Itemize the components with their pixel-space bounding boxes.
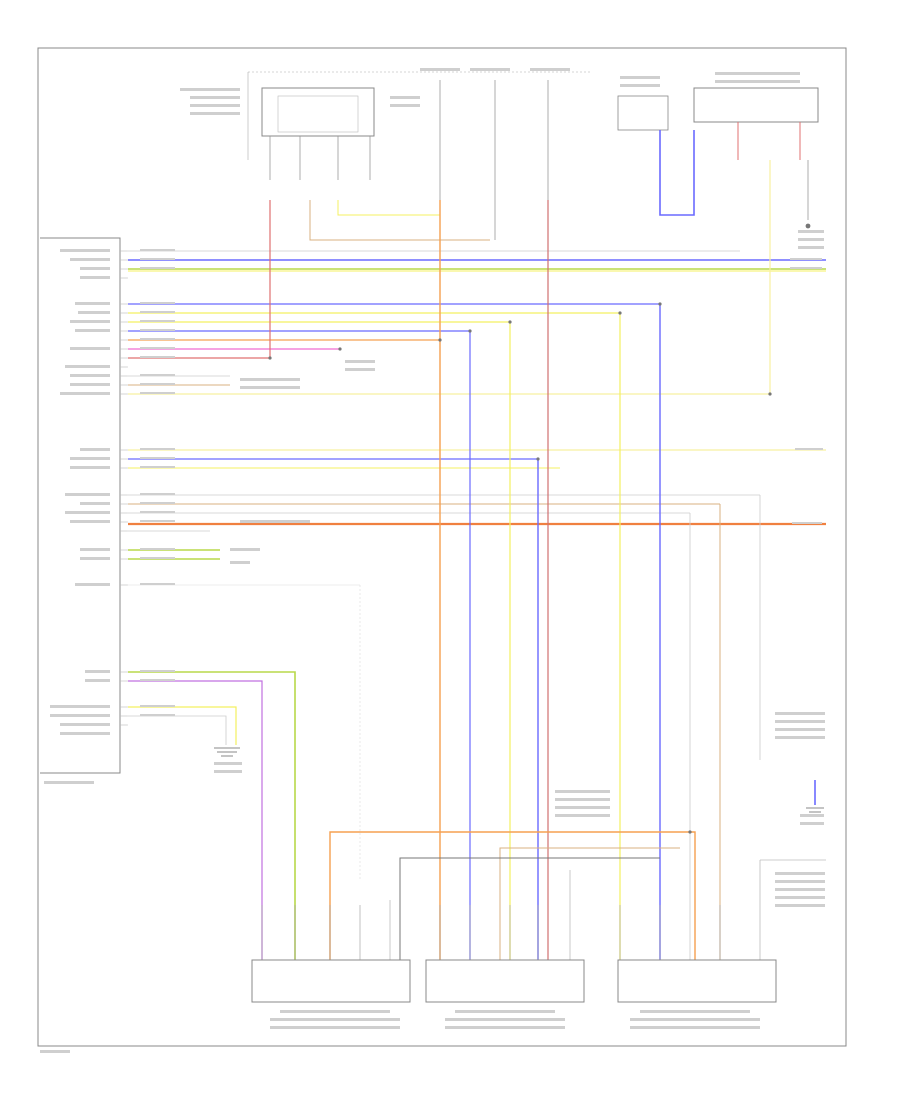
vwire-blue-topright [659,130,695,216]
vwire-tan-bottom [499,847,680,960]
harness-wires [128,250,826,960]
vwire-tan-top [309,200,490,241]
wire-green-4 [128,671,296,960]
top-right-module [693,87,819,123]
wire-purple-1 [128,680,263,960]
control-module-outline [40,237,121,774]
vertical-wires [269,122,826,960]
relay-box [261,87,375,137]
vwire-orange-bottom [329,831,696,960]
module-pin-ticks [120,250,128,726]
ground-symbol-right [806,807,824,813]
bottom-component-left [251,959,411,1003]
top-switch-box [617,95,669,131]
splice-points [268,223,811,834]
bottom-component-middle [425,959,585,1003]
ground-symbol-left [214,747,240,757]
wire-gray-7 [128,715,227,745]
diagram-frame [37,47,847,1047]
fuse-feeds [269,80,549,240]
relay-contact [277,95,359,133]
bottom-component-right [617,959,777,1003]
connector-pins [261,905,721,960]
vwire-yellow-top [337,200,440,216]
vwire-black-bottom [399,857,660,960]
label-marks [40,68,825,1053]
wire-yellow-5 [128,706,237,745]
